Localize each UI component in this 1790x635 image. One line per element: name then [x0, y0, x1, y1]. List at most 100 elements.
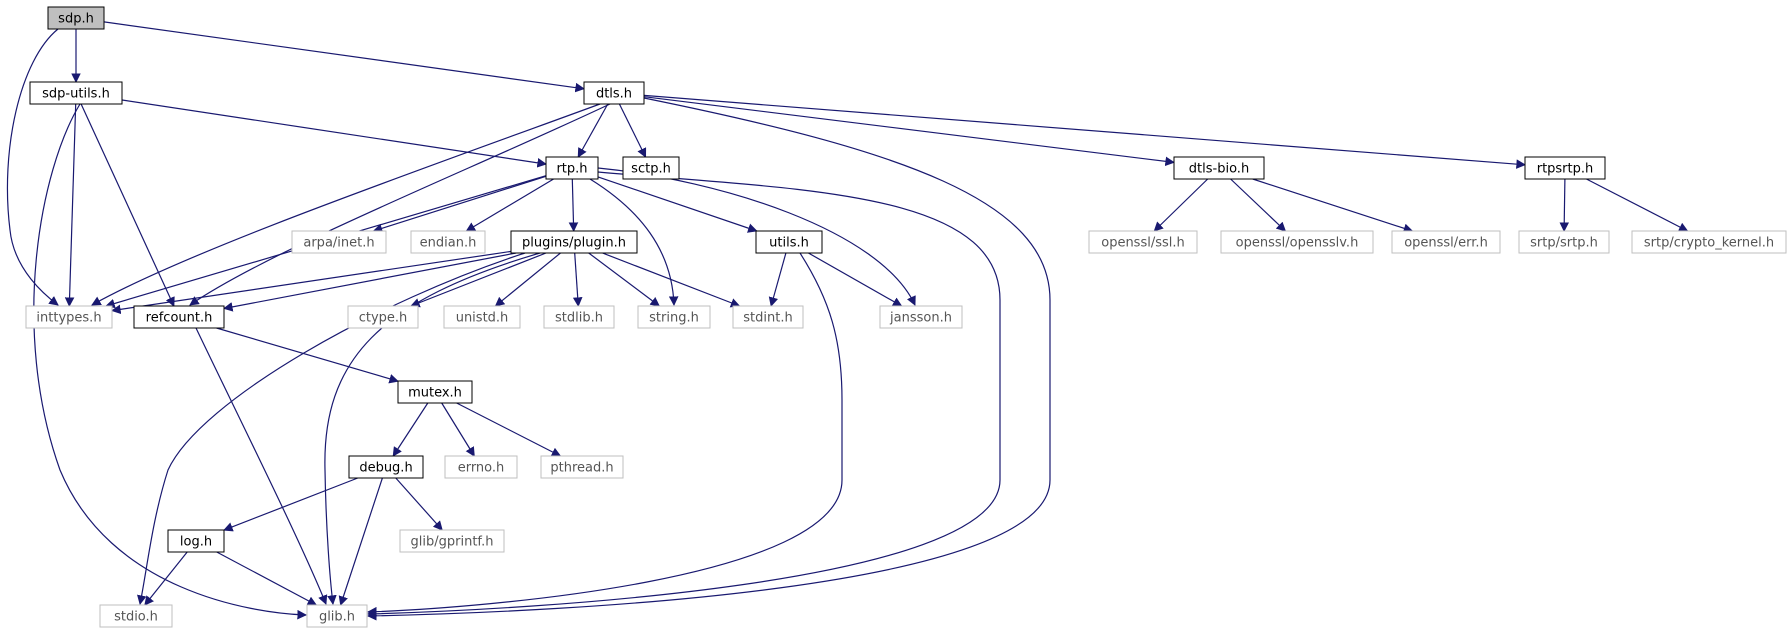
node-log-h[interactable]: log.h [167, 529, 225, 553]
edge-sdp-utils-h-to-glib-h [33, 103, 307, 620]
edge-utils-h-to-glib-h [367, 252, 843, 617]
node-box [399, 529, 505, 553]
node-unistd-h: unistd.h [443, 305, 521, 329]
edge-plugin-h-to-stdio-h [137, 252, 526, 605]
node-sdp-h: sdp.h [47, 6, 105, 30]
node-label: endian.h [420, 236, 477, 251]
edge-rtpsrtp-h-to-srtp-h [1559, 178, 1570, 232]
edge-rtpsrtp-h-to-crypto-kernel-h [1586, 178, 1689, 232]
node-box [1391, 230, 1501, 254]
node-label: log.h [180, 535, 212, 550]
node-gprintf-h: glib/gprintf.h [399, 529, 505, 553]
node-label: dtls-bio.h [1189, 162, 1249, 177]
edge-sdp-h-to-inttypes-h [6, 28, 59, 306]
edge-debug-h-to-gprintf-h [395, 477, 443, 531]
node-stdio-h: stdio.h [99, 604, 173, 628]
node-label: openssl/opensslv.h [1236, 236, 1359, 251]
node-label: jansson.h [889, 311, 952, 326]
edge-sdp-utils-h-to-rtp-h [121, 99, 547, 168]
edge-mutex-h-to-errno-h [441, 402, 475, 457]
node-box [47, 6, 105, 30]
node-box [1518, 230, 1610, 254]
node-stdlib-h: stdlib.h [543, 305, 615, 329]
edge-sdp-h-to-dtls-h [103, 21, 585, 93]
node-label: stdio.h [114, 610, 158, 625]
node-endian-h: endian.h [410, 230, 486, 254]
node-label: rtp.h [556, 162, 587, 177]
node-label: refcount.h [146, 311, 213, 326]
node-label: pthread.h [550, 461, 613, 476]
node-plugin-h[interactable]: plugins/plugin.h [510, 230, 638, 254]
node-openssl-ssl-h: openssl/ssl.h [1088, 230, 1198, 254]
node-box [1631, 230, 1787, 254]
node-label: openssl/ssl.h [1101, 236, 1185, 251]
edge-rtp-h-to-string-h [589, 178, 679, 306]
node-box [510, 230, 638, 254]
node-box [29, 81, 123, 105]
node-label: sctp.h [631, 162, 671, 177]
node-sdp-utils-h[interactable]: sdp-utils.h [29, 81, 123, 105]
node-box [583, 81, 645, 105]
node-box [410, 230, 486, 254]
node-pthread-h: pthread.h [540, 455, 624, 479]
edge-utils-h-to-stdint-h [768, 252, 787, 307]
node-box [99, 604, 173, 628]
edge-debug-h-to-log-h [223, 477, 359, 532]
node-label: glib/gprintf.h [411, 535, 494, 550]
node-dtls-h[interactable]: dtls.h [583, 81, 645, 105]
node-label: dtls.h [596, 87, 632, 102]
node-label: stdlib.h [555, 311, 603, 326]
edge-plugin-h-to-unistd-h [494, 252, 561, 307]
node-label: openssl/err.h [1404, 236, 1488, 251]
node-glib-h: glib.h [306, 604, 368, 628]
node-box [1524, 156, 1606, 180]
node-label: stdint.h [743, 311, 792, 326]
node-label: sdp-utils.h [42, 87, 110, 102]
edge-dtls-bio-h-to-openssl-err-h [1252, 178, 1414, 233]
node-sctp-h[interactable]: sctp.h [622, 156, 680, 180]
node-label: srtp/srtp.h [1530, 236, 1598, 251]
node-box [879, 305, 963, 329]
edge-plugin-h-to-stdint-h [602, 252, 741, 308]
edge-debug-h-to-glib-h [338, 477, 383, 606]
node-utils-h[interactable]: utils.h [755, 230, 823, 254]
node-jansson-h: jansson.h [879, 305, 963, 329]
node-debug-h[interactable]: debug.h [348, 455, 424, 479]
node-label: rtpsrtp.h [1537, 162, 1594, 177]
node-label: unistd.h [456, 311, 509, 326]
nodes-layer: sdp.h sdp-utils.h dtls.h rtp.h sctp.h dtls-bi… [25, 6, 1787, 628]
edge-mutex-h-to-pthread-h [456, 402, 562, 457]
edge-plugin-h-to-stdlib-h [572, 252, 583, 307]
node-box [1220, 230, 1374, 254]
node-box [348, 455, 424, 479]
edge-sdp-utils-h-to-refcount-h [80, 103, 175, 307]
edge-dtls-h-to-inttypes-h [91, 103, 601, 306]
edge-dtls-h-to-refcount-h [189, 103, 611, 306]
node-label: errno.h [458, 461, 505, 476]
node-ctype-h: ctype.h [347, 305, 419, 329]
node-mutex-h[interactable]: mutex.h [397, 380, 473, 404]
node-dtls-bio-h[interactable]: dtls-bio.h [1173, 156, 1265, 180]
node-box [167, 529, 225, 553]
edge-dtls-bio-h-to-openssl-ssl-h [1153, 178, 1209, 232]
node-errno-h: errno.h [444, 455, 518, 479]
node-box [1173, 156, 1265, 180]
edge-dtls-h-to-sctp-h [618, 103, 647, 158]
edge-dtls-h-to-dtls-bio-h [643, 96, 1175, 167]
node-box [622, 156, 680, 180]
node-label: srtp/crypto_kernel.h [1644, 236, 1774, 251]
node-box [755, 230, 823, 254]
edge-dtls-h-to-glib-h [367, 97, 1051, 621]
edges-layer [6, 21, 1689, 621]
edge-rtp-h-to-glib-h [367, 171, 1001, 619]
node-label: sdp.h [58, 12, 94, 27]
edge-rtp-h-to-plugin-h [568, 178, 579, 232]
node-rtpsrtp-h[interactable]: rtpsrtp.h [1524, 156, 1606, 180]
edge-refcount-h-to-mutex-h [216, 327, 399, 384]
node-openssl-opensslv-h: openssl/opensslv.h [1220, 230, 1374, 254]
node-refcount-h[interactable]: refcount.h [133, 305, 225, 329]
node-box [397, 380, 473, 404]
edge-plugin-h-to-inttypes-h [111, 250, 512, 315]
node-rtp-h[interactable]: rtp.h [545, 156, 599, 180]
edge-dtls-bio-h-to-openssl-opensslv-h [1230, 178, 1287, 232]
